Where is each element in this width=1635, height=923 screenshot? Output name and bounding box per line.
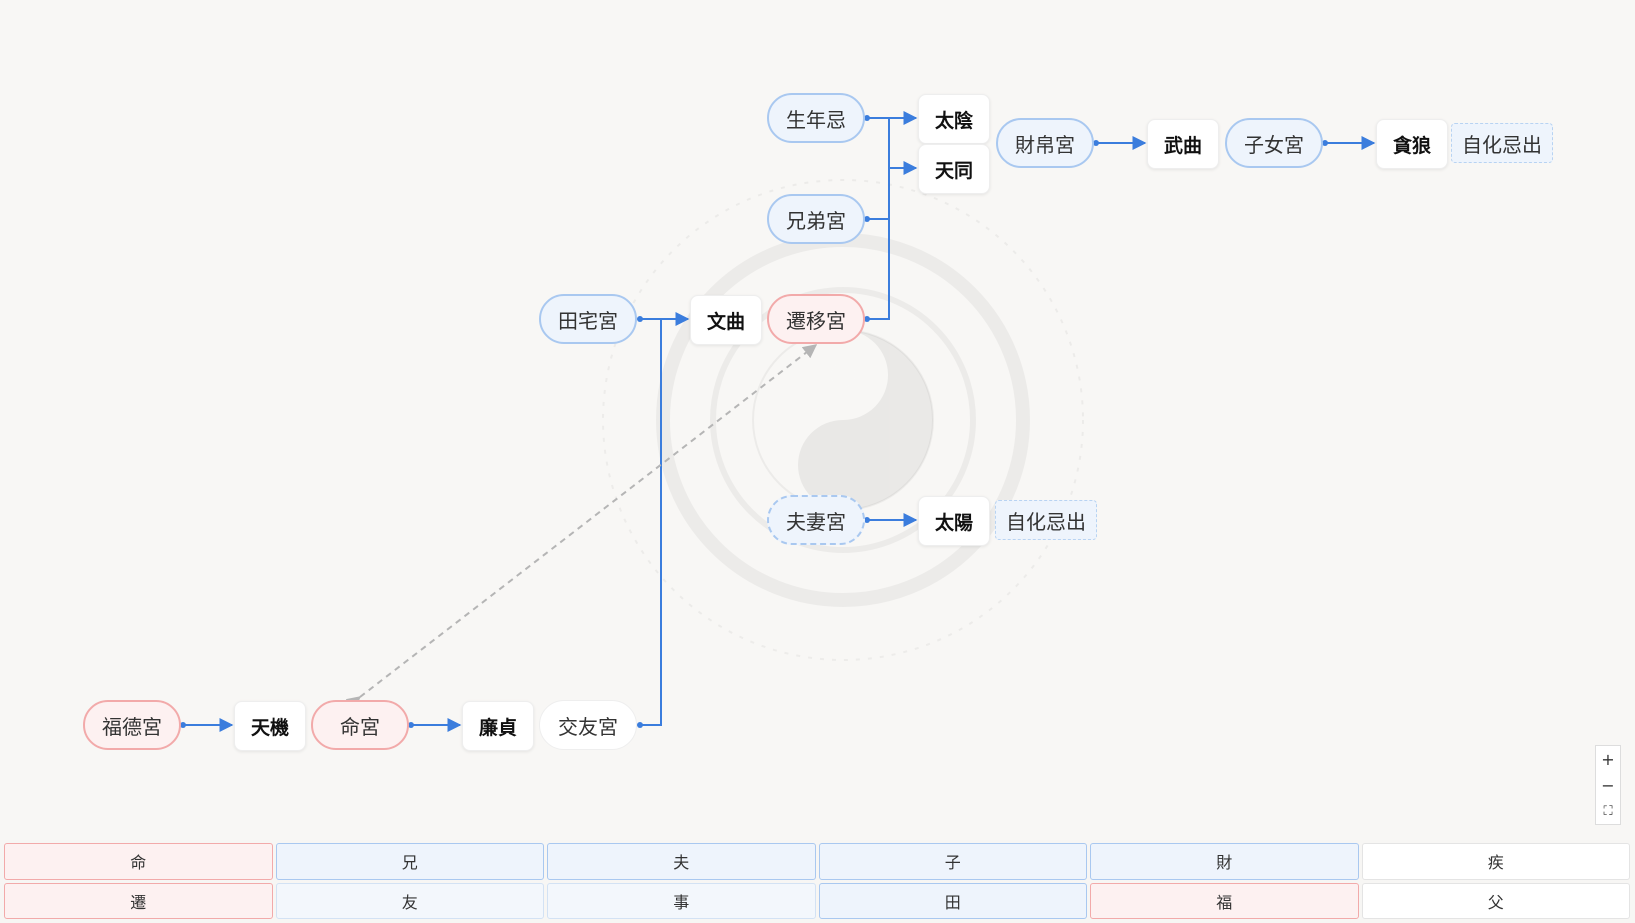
legend-cell[interactable]: 命 bbox=[4, 843, 273, 880]
legend-cell[interactable]: 父 bbox=[1361, 882, 1630, 919]
star-taiyang[interactable]: 太陽 bbox=[918, 496, 990, 546]
fit-view-button[interactable]: ⛶ bbox=[1603, 803, 1613, 819]
palace-legend: 命 兄 夫 子 財 疾 遷 友 事 田 福 父 bbox=[4, 843, 1630, 919]
legend-cell[interactable]: 田 bbox=[818, 882, 1087, 919]
legend-cell[interactable]: 福 bbox=[1090, 882, 1359, 919]
legend-cell[interactable]: 友 bbox=[275, 882, 544, 919]
edge-dashed-ming-qianyi bbox=[345, 344, 818, 711]
edge-tiantong-branch bbox=[888, 118, 918, 175]
node-qianyi[interactable]: 遷移宮 bbox=[767, 294, 865, 344]
legend-cell[interactable]: 事 bbox=[547, 882, 816, 919]
edge-qianyi-join bbox=[867, 219, 890, 320]
star-wenqu[interactable]: 文曲 bbox=[690, 295, 762, 345]
node-caibo[interactable]: 財帛宮 bbox=[996, 118, 1094, 168]
zoom-in-button[interactable]: + bbox=[1601, 749, 1615, 769]
node-fude[interactable]: 福德宮 bbox=[83, 700, 181, 750]
node-shengnianji[interactable]: 生年忌 bbox=[767, 93, 865, 143]
tag-zihua-tanlang: 自化忌出 bbox=[1451, 123, 1553, 163]
legend-cell[interactable]: 夫 bbox=[547, 843, 816, 880]
tag-zihua-taiyang: 自化忌出 bbox=[995, 500, 1097, 540]
star-wuqu[interactable]: 武曲 bbox=[1147, 119, 1219, 169]
legend-cell[interactable]: 疾 bbox=[1361, 843, 1630, 880]
edge-layer bbox=[180, 111, 1376, 732]
node-jiaoyou[interactable]: 交友宮 bbox=[539, 700, 637, 750]
node-fuqi[interactable]: 夫妻宮 bbox=[767, 495, 865, 545]
node-zinv[interactable]: 子女宮 bbox=[1225, 118, 1323, 168]
legend-cell[interactable]: 財 bbox=[1090, 843, 1359, 880]
legend-cell[interactable]: 遷 bbox=[4, 882, 273, 919]
edge-jiaoyou-join bbox=[640, 319, 662, 726]
edge-xiongdi-join bbox=[867, 168, 890, 220]
legend-cell[interactable]: 子 bbox=[818, 843, 1087, 880]
node-tianzhai[interactable]: 田宅宮 bbox=[539, 294, 637, 344]
star-tianji[interactable]: 天機 bbox=[234, 701, 306, 751]
star-taiyin[interactable]: 太陰 bbox=[918, 94, 990, 144]
node-ming[interactable]: 命宮 bbox=[311, 700, 409, 750]
star-tanlang[interactable]: 貪狼 bbox=[1376, 119, 1448, 169]
legend-cell[interactable]: 兄 bbox=[275, 843, 544, 880]
node-xiongdi[interactable]: 兄弟宮 bbox=[767, 194, 865, 244]
zoom-controls: + − ⛶ bbox=[1595, 745, 1621, 825]
star-lianzhen[interactable]: 廉貞 bbox=[462, 701, 534, 751]
graph-canvas[interactable]: 生年忌 兄弟宮 田宅宮 遷移宮 財帛宮 子女宮 夫妻宮 福德宮 命宮 交友宮 太… bbox=[0, 0, 1635, 840]
zoom-out-button[interactable]: − bbox=[1601, 775, 1615, 795]
star-tiantong[interactable]: 天同 bbox=[918, 144, 990, 194]
